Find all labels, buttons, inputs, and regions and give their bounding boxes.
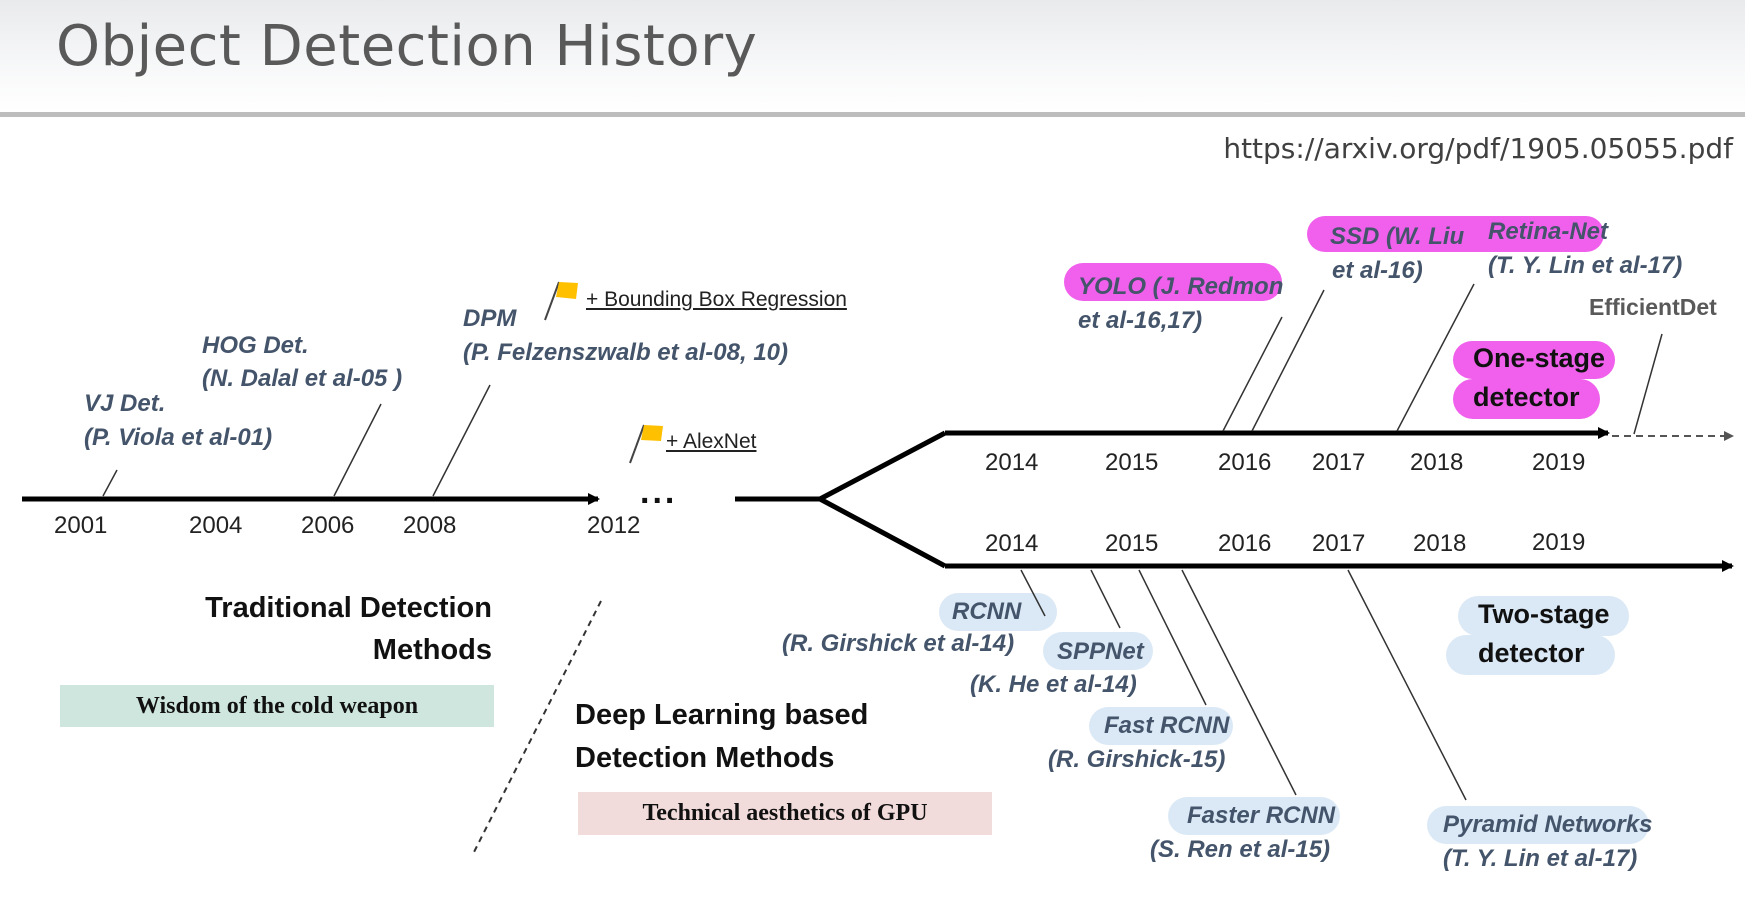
faster-rcnn-pointer (1181, 569, 1297, 796)
two-stage-year-2019: 2019 (1532, 529, 1586, 556)
year-2004: 2004 (189, 512, 243, 539)
ssd-cite: et al-16) (1332, 257, 1423, 284)
bbox-flag (556, 282, 578, 299)
traditional-section-line2: Methods (372, 634, 492, 666)
one-stage-year-2018: 2018 (1410, 449, 1464, 476)
pyramid-networks-name: Pyramid Networks (1443, 811, 1653, 838)
two-stage-year-2017: 2017 (1312, 530, 1366, 557)
fast-rcnn-highlight (1089, 707, 1233, 745)
faster-rcnn-cite: (S. Ren et al-15) (1150, 836, 1331, 863)
two-stage-year-2015: 2015 (1105, 530, 1159, 557)
vj-det-name: VJ Det. (84, 390, 166, 417)
two-stage-label-line2: detector (1478, 638, 1585, 668)
hog-det-name: HOG Det. (202, 332, 309, 359)
two-stage-year-2018: 2018 (1413, 530, 1467, 557)
one-stage-year-2016: 2016 (1218, 449, 1272, 476)
dpm-name: DPM (463, 305, 517, 332)
fast-rcnn-pointer (1138, 569, 1207, 706)
hog-pointer (333, 403, 382, 497)
alexnet-label: + AlexNet (666, 430, 757, 453)
one-stage-label-line2: detector (1473, 382, 1580, 412)
one-stage-highlight-top (1453, 341, 1615, 379)
rcnn-name: RCNN (952, 598, 1022, 625)
bbox-regression-label: + Bounding Box Regression (586, 288, 847, 311)
two-stage-year-2016: 2016 (1218, 530, 1272, 557)
fast-rcnn-cite: (R. Girshick-15) (1048, 746, 1226, 773)
efficientdet-label: EfficientDet (1589, 294, 1717, 320)
sppnet-cite: (K. He et al-14) (970, 671, 1137, 698)
two-stage-label-line1: Two-stage (1478, 599, 1610, 629)
vj-det-cite: (P. Viola et al-01) (84, 424, 273, 451)
one-stage-year-2014: 2014 (985, 449, 1039, 476)
rcnn-cite: (R. Girshick et al-14) (782, 630, 1015, 657)
year-2012: 2012 (587, 512, 641, 539)
one-stage-year-2017: 2017 (1312, 449, 1366, 476)
year-2006: 2006 (301, 512, 355, 539)
ssd-name: SSD (W. Liu (1330, 223, 1465, 250)
deep-section-line1: Deep Learning based (575, 699, 869, 731)
two-stage-highlight-bottom (1446, 635, 1615, 675)
retina-net-name: Retina-Net (1488, 218, 1609, 245)
dpm-pointer (432, 384, 491, 497)
hog-det-cite: (N. Dalal et al-05 ) (202, 365, 403, 392)
sppnet-pointer (1090, 569, 1121, 629)
one-stage-year-2019: 2019 (1532, 449, 1586, 476)
title-divider (0, 112, 1745, 117)
dpm-cite: (P. Felzenszwalb et al-08, 10) (463, 339, 789, 366)
rcnn-pointer (1020, 569, 1046, 617)
rcnn-highlight (939, 593, 1057, 631)
year-2001: 2001 (54, 512, 108, 539)
two-stage-highlight-top (1458, 596, 1629, 636)
gpu-caption: Technical aesthetics of GPU (578, 792, 992, 835)
yolo-highlight (1064, 263, 1282, 301)
faster-rcnn-name: Faster RCNN (1187, 802, 1336, 829)
bbox-flag-pole (544, 281, 560, 321)
one-stage-label-line1: One-stage (1473, 343, 1606, 373)
one-stage-year-2015: 2015 (1105, 449, 1159, 476)
retina-net-cite: (T. Y. Lin et al-17) (1488, 252, 1683, 279)
retina-pointer (1396, 283, 1475, 432)
year-2008: 2008 (403, 512, 457, 539)
ssd-retina-highlight (1307, 216, 1604, 252)
cold-weapon-caption: Wisdom of the cold weapon (60, 685, 494, 727)
sppnet-name: SPPNet (1057, 638, 1144, 665)
deep-section-line2: Detection Methods (575, 742, 835, 774)
traditional-section-line1: Traditional Detection (205, 592, 492, 624)
two-stage-year-2014: 2014 (985, 530, 1039, 557)
era-separator (471, 600, 602, 857)
pyramid-networks-cite: (T. Y. Lin et al-17) (1443, 845, 1638, 872)
sppnet-highlight (1043, 632, 1153, 670)
faster-rcnn-highlight (1168, 797, 1340, 835)
ellipsis: ... (640, 473, 678, 511)
yolo-cite: et al-16,17) (1078, 307, 1203, 334)
alexnet-flag (641, 425, 663, 441)
fast-rcnn-name: Fast RCNN (1104, 712, 1230, 739)
yolo-pointer-a (1222, 316, 1283, 432)
pyramid-pointer (1347, 569, 1467, 801)
source-link[interactable]: https://arxiv.org/pdf/1905.05055.pdf (1223, 132, 1733, 165)
branch-fork (818, 430, 947, 569)
one-stage-highlight-bottom (1453, 379, 1600, 419)
alexnet-flag-pole (629, 424, 645, 464)
yolo-name: YOLO (J. Redmon (1078, 273, 1284, 300)
yolo-pointer-b (1251, 289, 1325, 432)
page-title: Object Detection History (56, 14, 758, 79)
efficientdet-pointer (1633, 333, 1663, 435)
title-band (0, 0, 1745, 112)
vj-pointer (102, 469, 118, 497)
pyramid-highlight (1427, 806, 1649, 844)
